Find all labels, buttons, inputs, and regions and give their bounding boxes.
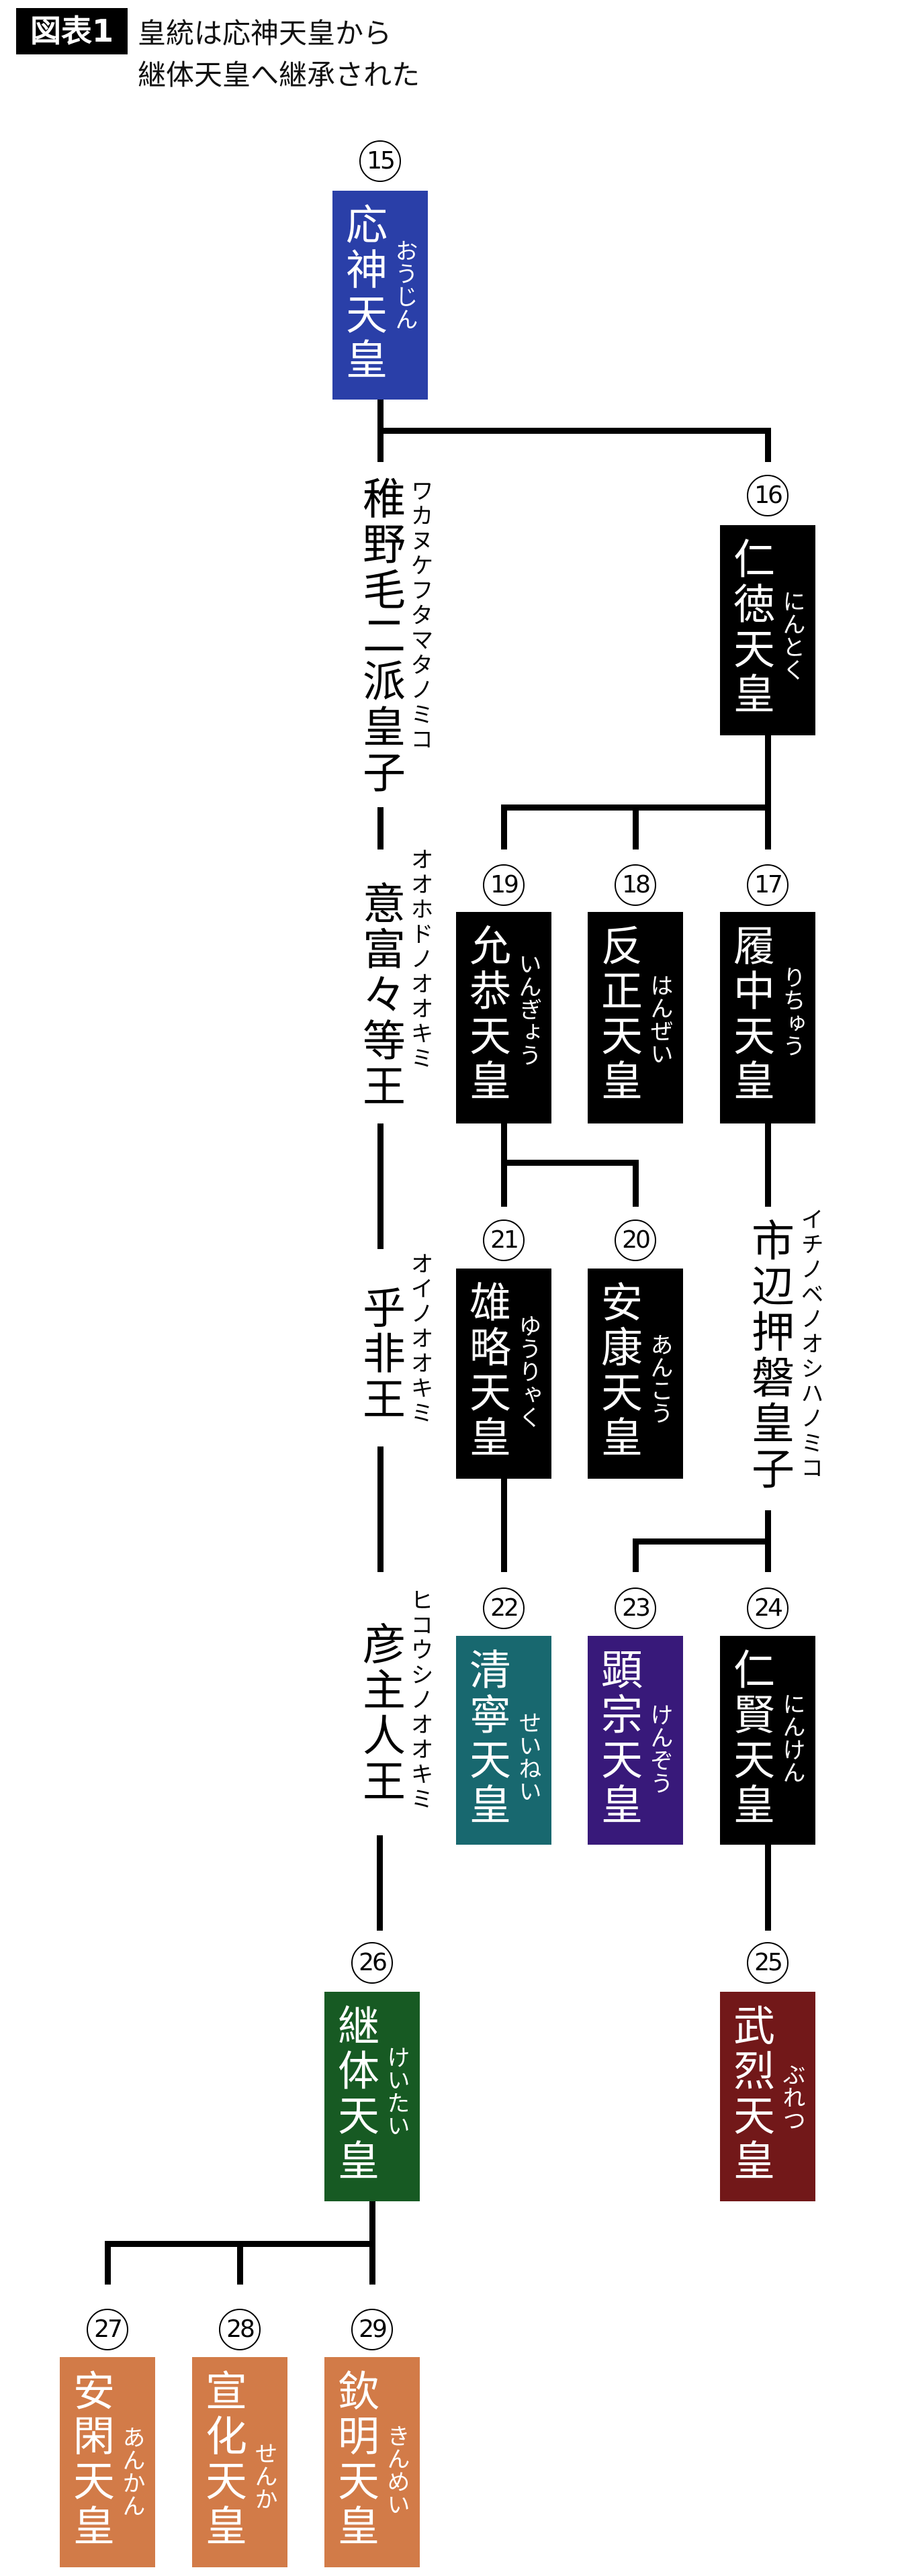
emperor-name: 欽明天皇 <box>330 2369 379 2549</box>
emperor-reading: はんぜい <box>646 974 673 1065</box>
emperor-name: 安閑天皇 <box>66 2369 115 2549</box>
connector-line <box>764 735 771 849</box>
connector-line <box>500 807 507 849</box>
emperor-number-badge: 27 <box>87 2309 128 2350</box>
prince-reading: イチノベノオシハノミコ <box>797 1207 823 1481</box>
emperor-number-badge: 23 <box>615 1588 656 1629</box>
connector-line <box>632 1541 639 1572</box>
emperor-node: 安康天皇あんこう <box>588 1269 683 1479</box>
emperor-reading: けいたい <box>383 2045 410 2137</box>
emperor-name: 反正天皇 <box>594 924 643 1104</box>
emperor-reading: あんかん <box>118 2426 145 2517</box>
emperor-number-badge: 28 <box>219 2309 261 2350</box>
emperor-node: 応神天皇おうじん <box>332 191 428 400</box>
emperor-name: 允恭天皇 <box>462 924 511 1104</box>
figure-label: 図表1 <box>16 8 128 54</box>
emperor-name: 顕宗天皇 <box>594 1648 643 1828</box>
connector-line <box>377 807 384 849</box>
emperor-name: 継体天皇 <box>330 2004 379 2184</box>
connector-line <box>764 1845 771 1931</box>
emperor-node: 清寧天皇せいねい <box>456 1636 551 1845</box>
connector-line <box>104 2244 111 2285</box>
emperor-number-badge: 20 <box>615 1220 656 1261</box>
connector-line <box>764 430 771 462</box>
emperor-number-badge: 18 <box>615 864 656 906</box>
prince-reading: ヒコウシノオオキミ <box>406 1588 433 1812</box>
emperor-number-badge: 22 <box>483 1588 525 1629</box>
emperor-reading: せんか <box>251 2442 277 2510</box>
emperor-reading: ぶれつ <box>778 2063 805 2131</box>
emperor-name: 雄略天皇 <box>462 1281 511 1461</box>
connector-line <box>236 2244 243 2285</box>
emperor-number-badge: 17 <box>747 864 789 906</box>
emperor-node: 宣化天皇せんか <box>192 2357 287 2567</box>
emperor-node: 継体天皇けいたい <box>324 1992 420 2201</box>
emperor-node: 反正天皇はんぜい <box>588 912 683 1123</box>
emperor-node: 仁徳天皇にんとく <box>720 525 815 735</box>
emperor-reading: にんとく <box>778 590 805 681</box>
emperor-node: 仁賢天皇にんけん <box>720 1636 815 1845</box>
emperor-name: 安康天皇 <box>594 1281 643 1461</box>
prince-name: 彦主人王 <box>355 1622 405 1804</box>
emperor-node: 顕宗天皇けんぞう <box>588 1636 683 1845</box>
emperor-name: 清寧天皇 <box>462 1648 511 1828</box>
connector-line <box>500 1479 507 1572</box>
connector-line <box>377 1123 384 1249</box>
emperor-reading: けんぞう <box>646 1703 673 1794</box>
emperor-number-badge: 15 <box>359 140 401 182</box>
prince-name: 乎非王 <box>355 1285 405 1422</box>
figure-title-line2: 継体天皇へ継承された <box>138 58 420 91</box>
figure-title-line1: 皇統は応神天皇から <box>138 17 392 50</box>
emperor-name: 宣化天皇 <box>198 2369 247 2549</box>
emperor-reading: きんめい <box>383 2424 410 2516</box>
prince-reading: オイノオオキミ <box>406 1252 433 1426</box>
emperor-name: 履中天皇 <box>726 924 775 1104</box>
emperor-number-badge: 26 <box>351 1942 393 1984</box>
emperor-reading: にんけん <box>778 1692 805 1784</box>
emperor-number-badge: 19 <box>483 864 525 906</box>
emperor-reading: おうじん <box>391 239 418 330</box>
connector-line <box>377 1446 384 1572</box>
emperor-name: 応神天皇 <box>339 203 388 383</box>
emperor-number-badge: 25 <box>747 1942 789 1984</box>
emperor-reading: いんぎょう <box>514 952 541 1066</box>
emperor-reading: せいねい <box>514 1711 541 1802</box>
emperor-number-badge: 24 <box>747 1588 789 1629</box>
connector-line <box>376 1835 383 1931</box>
connector-line <box>500 1159 639 1166</box>
emperor-name: 武烈天皇 <box>726 2004 775 2184</box>
emperor-reading: ゆうりゃく <box>514 1314 541 1428</box>
emperor-node: 允恭天皇いんぎょう <box>456 912 551 1123</box>
emperor-number-badge: 21 <box>483 1220 525 1261</box>
emperor-reading: あんこう <box>646 1333 673 1424</box>
emperor-name: 仁徳天皇 <box>726 537 775 717</box>
prince-name: 市辺押磐皇子 <box>744 1218 794 1492</box>
connector-line <box>632 1538 771 1545</box>
prince-reading: オオホドノオオキミ <box>406 847 433 1071</box>
emperor-reading: りちゅう <box>778 966 805 1057</box>
prince-reading: ワカヌケフタマタノミコ <box>406 479 433 752</box>
emperor-name: 仁賢天皇 <box>726 1648 775 1828</box>
emperor-node: 雄略天皇ゆうりゃく <box>456 1269 551 1479</box>
prince-name: 稚野毛二派皇子 <box>355 476 405 796</box>
connector-line <box>764 1123 771 1207</box>
connector-line <box>632 807 639 849</box>
prince-name: 意富々等王 <box>355 881 405 1109</box>
emperor-node: 安閑天皇あんかん <box>60 2357 155 2567</box>
emperor-number-badge: 29 <box>351 2309 393 2350</box>
emperor-node: 武烈天皇ぶれつ <box>720 1992 815 2201</box>
emperor-node: 欽明天皇きんめい <box>324 2357 420 2567</box>
emperor-number-badge: 16 <box>747 475 789 516</box>
connector-line <box>377 427 771 434</box>
emperor-node: 履中天皇りちゅう <box>720 912 815 1123</box>
connector-line <box>632 1162 639 1207</box>
